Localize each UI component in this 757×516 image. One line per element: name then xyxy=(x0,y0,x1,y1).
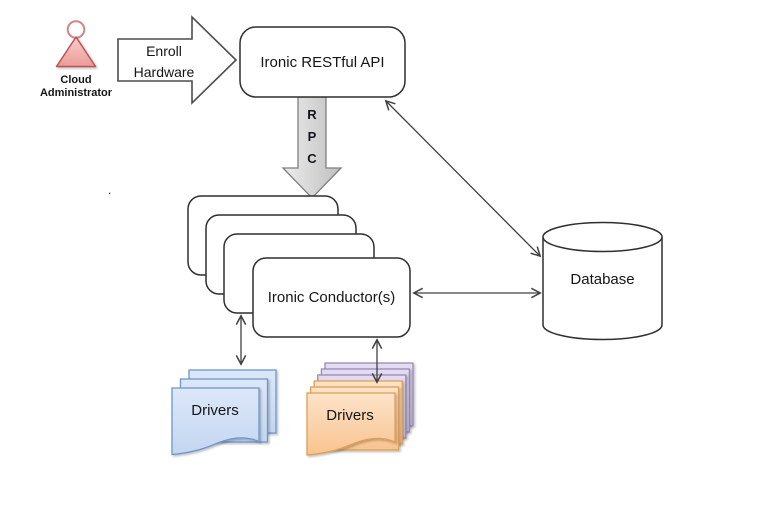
actor-body-icon xyxy=(55,36,97,68)
blue-document-front xyxy=(171,387,260,456)
block-arrow-down-icon xyxy=(281,96,343,199)
ironic-restful-api-node: Ironic RESTful API xyxy=(239,26,406,98)
rpc-arrow: R P C xyxy=(281,96,343,199)
actor-head-icon xyxy=(66,20,86,39)
drivers-blue-label: Drivers xyxy=(191,402,239,419)
api-label: Ironic RESTful API xyxy=(260,54,384,71)
ironic-conductors-stack: Ironic Conductor(s) xyxy=(187,195,411,338)
drivers-orange-label: Drivers xyxy=(326,407,374,424)
rpc-letter-1: R xyxy=(307,107,317,122)
enroll-hardware-arrow: Enroll Hardware xyxy=(117,15,238,105)
stray-dot: . xyxy=(108,183,111,197)
enroll-label-line2: Hardware xyxy=(134,64,195,80)
actor-label-line2: Administrator xyxy=(40,87,113,99)
database-cylinder-body xyxy=(542,237,663,341)
conductors-label: Ironic Conductor(s) xyxy=(268,289,396,306)
database-cylinder-top xyxy=(542,221,663,253)
enroll-label-line1: Enroll xyxy=(146,43,182,59)
orange-document-front xyxy=(306,392,396,456)
drivers-stack-orange: Drivers xyxy=(306,362,414,456)
api-box xyxy=(239,26,406,98)
database-node: Database xyxy=(542,221,663,341)
drivers-stack-blue: Drivers xyxy=(171,369,277,456)
rpc-letter-2: P xyxy=(308,129,317,144)
api-database-arrow xyxy=(384,99,542,258)
actor-label-line1: Cloud xyxy=(60,74,91,86)
cloud-administrator-actor: Cloud Administrator xyxy=(40,20,113,99)
rpc-letter-3: C xyxy=(307,151,317,166)
conductor-box-front xyxy=(252,257,411,338)
block-arrow-right-icon xyxy=(117,15,238,105)
database-label: Database xyxy=(570,271,634,288)
